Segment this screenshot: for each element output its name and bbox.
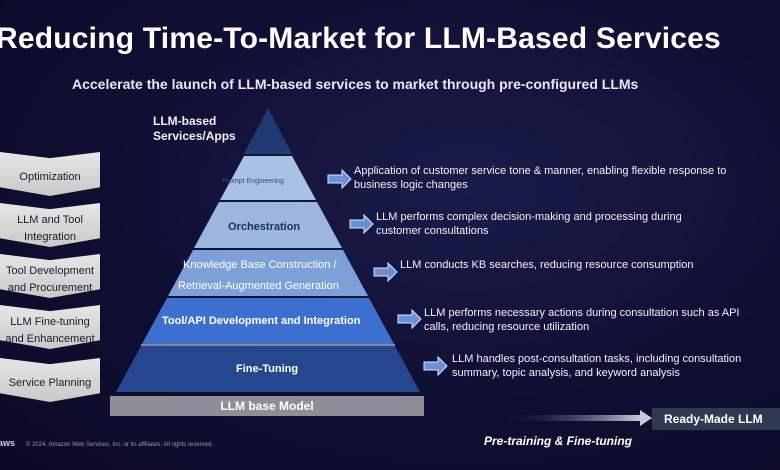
description-finetune: LLM handles post-consultation tasks, inc… [452, 352, 741, 380]
apex-label: LLM-based Services/Apps [153, 114, 236, 144]
layer-label-orchestration: Orchestration [228, 221, 301, 233]
apex-label-line1: LLM-based [153, 114, 217, 128]
pyramid-layer-finetune [116, 346, 420, 392]
layer-label-prompt: Prompt Engineering [222, 178, 284, 185]
arrow-icon [640, 410, 652, 426]
layer-label-tool: Tool/API Development and Integration [162, 315, 361, 327]
description-line1: LLM handles post-consultation tasks, inc… [452, 353, 742, 365]
chevron-line2: Integration [24, 230, 76, 243]
description-line2: calls, reducing resource utilization [424, 321, 590, 333]
chevron-line1: Tool Development [5, 264, 95, 277]
description-line2: customer consultations [376, 225, 489, 237]
chevron-label: LLM Fine-tuning and Enhancement [5, 309, 94, 346]
copyright-footer: © 2024, Amazon Web Services, Inc. or its… [26, 442, 213, 448]
description-line1: Application of customer service tone & m… [354, 165, 727, 177]
chevron-label: Service Planning [9, 370, 92, 390]
pyramid-layer-kb [168, 250, 368, 296]
chevron-llm-finetuning: LLM Fine-tuning and Enhancement [0, 305, 100, 349]
page-title: Reducing Time-To-Market for LLM-Based Se… [0, 22, 721, 55]
page-subtitle: Accelerate the launch of LLM-based servi… [72, 76, 639, 92]
apex-label-line2: Services/Apps [153, 129, 236, 143]
layer-label-finetune: Fine-Tuning [236, 363, 299, 375]
arrow-icon [423, 355, 448, 377]
description-prompt: Application of customer service tone & m… [354, 164, 726, 192]
description-line1: LLM performs complex decision-making and… [376, 211, 682, 223]
pyramid-layer-prompt [220, 156, 316, 200]
pretrain-label: Pre-training & Fine-tuning [484, 434, 632, 448]
chevron-line1: Service Planning [8, 377, 92, 389]
chevron-line1: LLM and Tool [17, 213, 83, 226]
pretrain-arrow [500, 415, 640, 421]
arrow-icon [397, 308, 422, 330]
description-line2: business logic changes [354, 179, 468, 191]
chevron-line1: LLM Fine-tuning [10, 315, 90, 328]
description-orchestration: LLM performs complex decision-making and… [376, 210, 682, 238]
aws-logo: aws [0, 438, 16, 448]
pyramid-layer-tool [142, 298, 394, 344]
description-kb: LLM conducts KB searches, reducing resou… [400, 258, 694, 272]
description-line2: summary, topic analysis, and keyword ana… [452, 367, 680, 379]
layer-label-kb-line1: Knowledge Base Construction / [183, 259, 337, 271]
arrow-icon [373, 261, 398, 283]
description-line1: LLM conducts KB searches, reducing resou… [400, 259, 694, 271]
chevron-service-planning: Service Planning [0, 358, 100, 402]
chevron-optimization: Optimization [0, 152, 100, 196]
base-model-bar: LLM base Model [110, 396, 424, 416]
chevron-label: Tool Development and Procurement [6, 258, 94, 295]
description-line1: LLM performs necessary actions during co… [424, 307, 740, 319]
chevron-tool-development: Tool Development and Procurement [0, 254, 100, 298]
arrow-icon [327, 168, 352, 190]
description-tool: LLM performs necessary actions during co… [424, 306, 740, 334]
chevron-line2: and Procurement [7, 281, 93, 294]
layer-label-kb-line2: Retrieval-Augmented Generation [178, 280, 339, 292]
pyramid-apex [244, 108, 292, 154]
chevron-label: Optimization [19, 164, 80, 184]
chevron-line1: Optimization [19, 171, 81, 183]
pyramid-layer-orchestration [194, 202, 342, 248]
chevron-line2: and Enhancement [5, 332, 95, 345]
arrow-icon [349, 213, 374, 235]
ready-made-llm-badge: Ready-Made LLM [652, 408, 780, 430]
